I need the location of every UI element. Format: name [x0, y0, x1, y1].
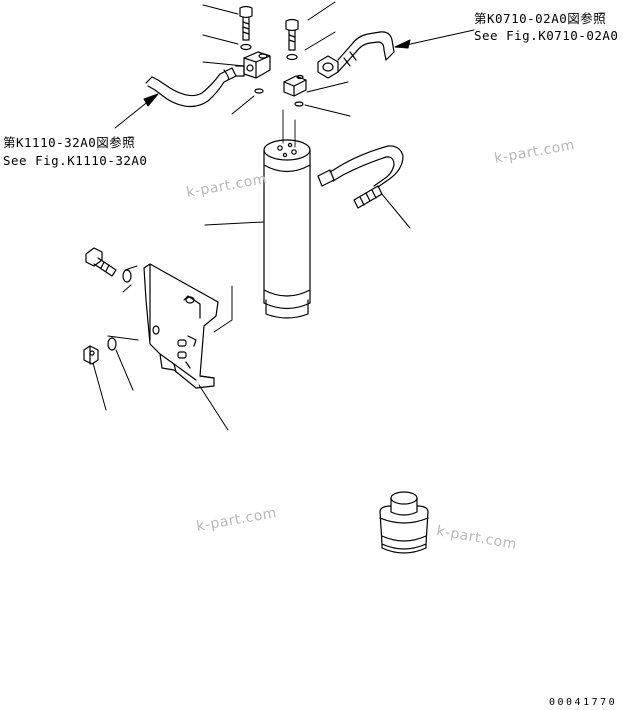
reference-arrows — [114, 29, 475, 129]
bolt-bracket — [85, 247, 117, 277]
washer-bracket-bolt — [122, 269, 132, 283]
bolt-top-right — [285, 18, 299, 51]
oring-right — [294, 101, 304, 107]
leader-line-hose — [380, 192, 411, 229]
fitting-right — [317, 55, 339, 79]
reference-top-right-jp: 第K0710-02A0図参照 — [474, 11, 607, 26]
leader-line-oring-left — [231, 95, 255, 115]
washer-top-right — [286, 53, 298, 61]
pipe-block-right — [283, 74, 307, 97]
leader-line-washer-to-bracket — [107, 335, 139, 341]
arrow-head-left — [143, 93, 159, 107]
plug-cap — [379, 491, 429, 554]
leader-line-bolt-bracket — [124, 265, 138, 271]
pipe-block-left — [243, 51, 271, 79]
document-number: 00041770 — [549, 697, 618, 708]
leader-line-bracket — [198, 384, 229, 431]
leader-line-washer-bracket — [122, 284, 132, 293]
reference-top-right-en: See Fig.K0710-02A0 — [474, 28, 619, 43]
arrow-line-top-right — [405, 29, 475, 46]
leader-line-block-left — [202, 61, 245, 67]
leader-line-washer-left — [202, 34, 239, 45]
reference-left-jp: 第K1110-32A0図参照 — [3, 135, 136, 150]
leader-line-receiver-drier — [204, 221, 264, 226]
hose — [317, 145, 404, 209]
arrow-head-top-right — [394, 39, 411, 49]
leader-line-washer-right — [304, 31, 336, 51]
leader-line-bracket-bolt-hole — [213, 285, 233, 333]
reference-left-en: See Fig.K1110-32A0 — [3, 153, 148, 168]
leader-line-block-right — [306, 81, 349, 93]
washer-nut — [107, 337, 117, 351]
oring-left — [254, 88, 264, 94]
pipe-left — [145, 65, 245, 108]
leader-line-washer-nut — [115, 349, 134, 391]
washer-top-left — [240, 43, 252, 51]
receiver-drier — [263, 109, 311, 319]
bracket — [143, 263, 219, 389]
arrow-line-left — [114, 99, 151, 129]
leader-line-nut — [92, 362, 107, 411]
leader-line-bolt-left — [202, 4, 239, 15]
leader-line-bolt-right — [307, 1, 336, 21]
leader-lines — [92, 1, 411, 431]
nut — [83, 345, 99, 365]
leader-line-oring-right — [304, 104, 351, 117]
bolt-top-left — [239, 5, 253, 41]
pipe-right — [337, 31, 395, 73]
